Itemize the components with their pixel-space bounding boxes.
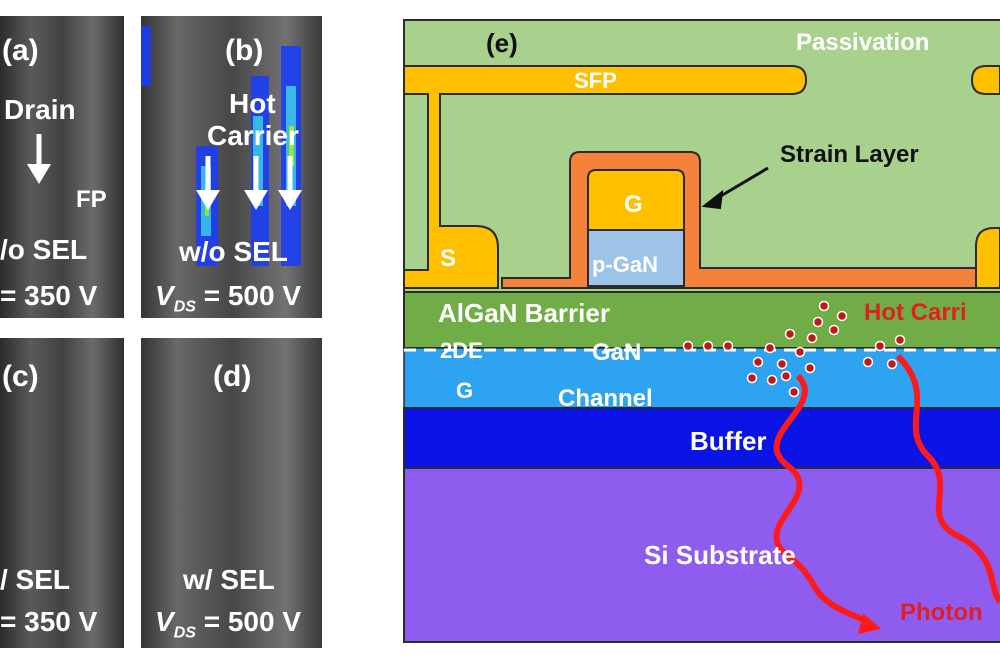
panel-b-letter: (b): [225, 34, 264, 67]
pgan-layer: [587, 229, 685, 287]
emission-image-c: (c) / SEL = 350 V: [0, 338, 124, 648]
substrate-layer: [403, 467, 1000, 643]
panel-c-vds-label: = 350 V: [0, 606, 98, 637]
panel-b-vds-value: = 500 V: [195, 280, 302, 311]
down-arrow-icon: [196, 156, 220, 210]
drain-contact: [975, 227, 1000, 289]
panel-b-ds-subscript: DS: [173, 298, 196, 316]
panel-d-ds-subscript: DS: [173, 624, 196, 642]
emission-image-a: (a) Drain FP /o SEL = 350 V: [0, 16, 124, 318]
buffer-label: Buffer: [690, 426, 767, 456]
panel-c-letter: (c): [2, 360, 39, 393]
panel-a-drain-label: Drain: [4, 94, 76, 125]
diagram-letter: (e): [486, 28, 518, 58]
pgan-label: p-GaN: [592, 252, 658, 277]
strain-arrowhead-icon: [701, 189, 724, 210]
gate-metal: [587, 169, 685, 231]
panel-d-vds-label: VDS = 500 V: [155, 608, 301, 642]
photon-path-right: [895, 353, 1000, 604]
sfp-label: SFP: [574, 68, 617, 93]
panel-a-letter: (a): [2, 34, 39, 67]
panel-b-vds-label: VDS = 500 V: [155, 282, 301, 316]
panel-a-sel-label: /o SEL: [0, 234, 88, 265]
hot-carrier-label: Hot Carri: [864, 299, 967, 326]
drain-field-plate: [970, 65, 1000, 95]
channel-label: Channel: [558, 385, 653, 412]
panel-b-sel-label: w/o SEL: [179, 236, 288, 267]
source-field-plate: [403, 65, 808, 289]
photon-arrowhead: [857, 613, 882, 634]
panel-d-sel-label: w/ SEL: [183, 564, 275, 595]
panel-d-vds-value: = 500 V: [195, 606, 302, 637]
panel-b-carrier-label: Carrier: [207, 120, 299, 151]
emission-image-b: (b) Hot Carrier w/o SEL VDS = 500 V: [141, 16, 322, 318]
panel-b-v-symbol: V: [155, 280, 174, 311]
source-label: S: [440, 245, 456, 272]
buffer-layer: [403, 407, 1000, 469]
panel-a-vds-label: = 350 V: [0, 280, 98, 311]
twodeg-label: 2DE: [440, 338, 483, 363]
emission-image-d: (d) w/ SEL VDS = 500 V: [141, 338, 322, 648]
barrier-label: AlGaN Barrier: [438, 298, 610, 328]
g-fragment-label: G: [456, 378, 473, 403]
panel-c-sel-label: / SEL: [0, 564, 71, 595]
photon-label: Photon: [900, 599, 983, 626]
strain-arrow: [713, 166, 769, 202]
hot-carrier-dots: [682, 300, 906, 398]
down-arrow-icon: [278, 156, 302, 210]
panel-d-letter: (d): [213, 360, 252, 393]
substrate-label: Si Substrate: [644, 540, 796, 570]
passivation-label: Passivation: [796, 29, 929, 56]
photon-path-left: [773, 373, 872, 625]
panel-b-hot-label: Hot: [229, 88, 276, 119]
device-cross-section: (e) Passivation SFP Strain Layer G p-GaN…: [403, 19, 1000, 643]
strain-layer-label: Strain Layer: [780, 141, 919, 168]
panel-d-v-symbol: V: [155, 606, 174, 637]
gan-label: GaN: [592, 339, 641, 366]
gate-label: G: [624, 191, 643, 218]
down-arrow-icon: [244, 156, 268, 210]
panel-a-fp-label: FP: [76, 186, 107, 213]
down-arrow-icon: [27, 134, 51, 184]
